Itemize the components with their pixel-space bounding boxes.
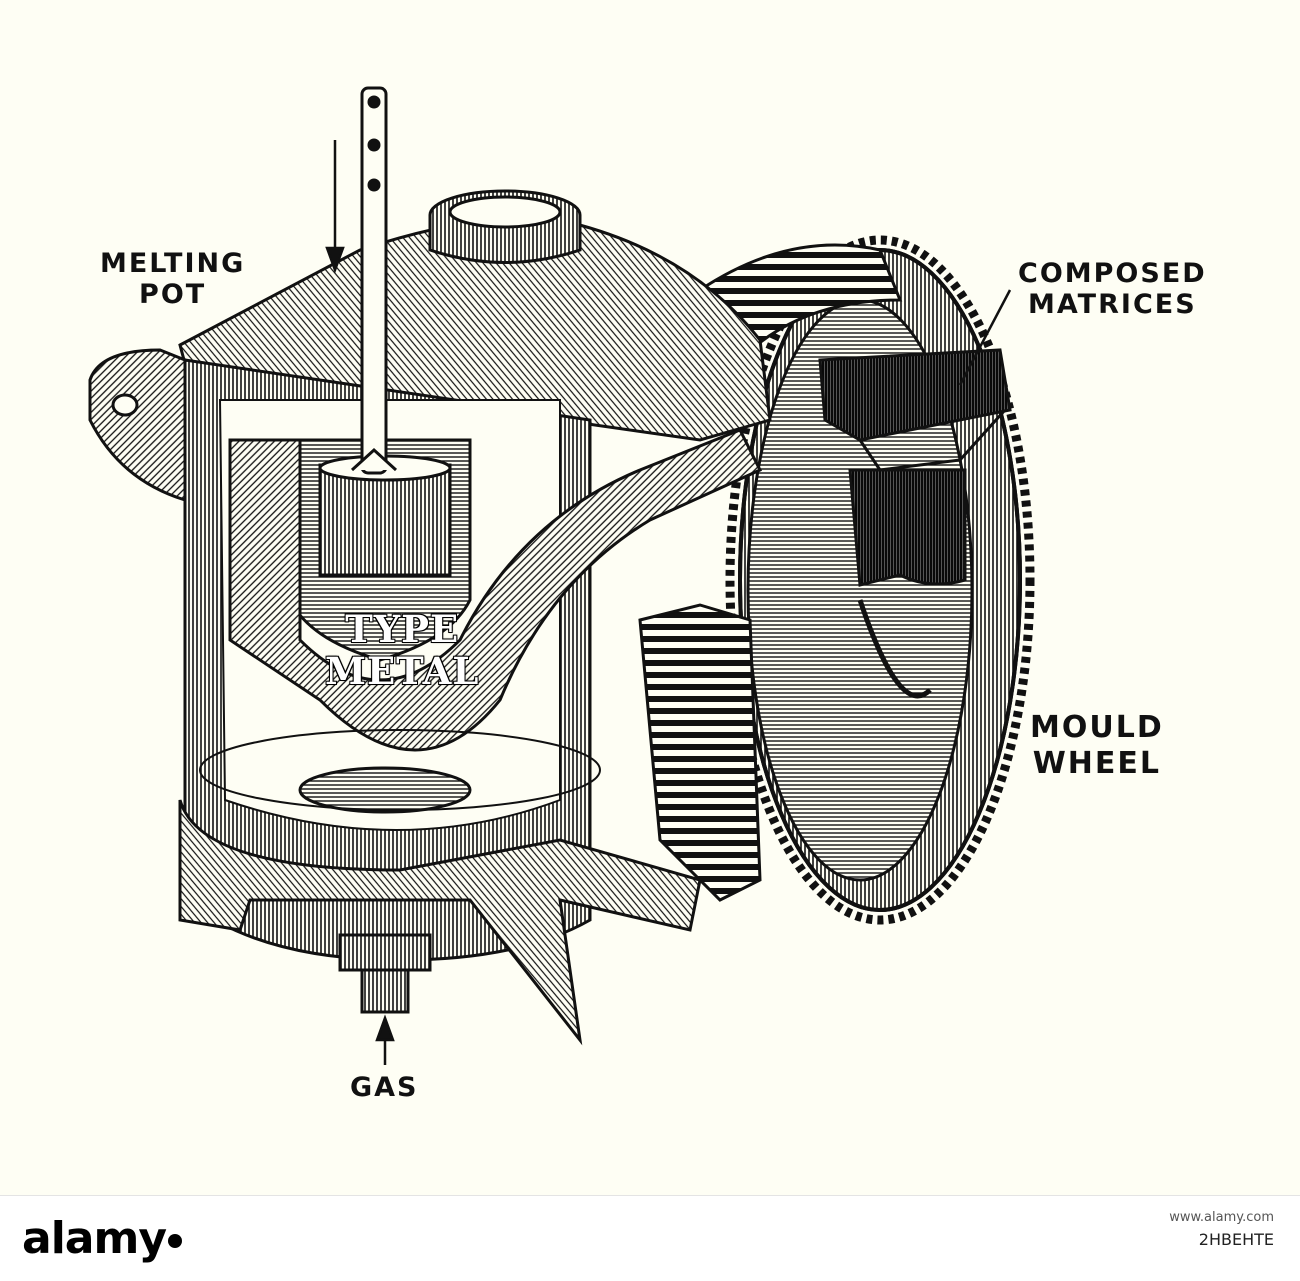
footer-brand-text: alamy — [22, 1213, 167, 1264]
footer-brand-logo: alamy — [22, 1214, 182, 1264]
mould-wheel-label-line-2: WHEEL — [1032, 746, 1162, 781]
gas-inlet-pipe — [338, 933, 432, 1014]
footer-image-id: 2HBEHTE — [1198, 1230, 1274, 1249]
type-metal-label-line-1: TYPE — [345, 607, 460, 651]
engraving-figure: MELTING POT COMPOSED MATRICES TYPE METAL… — [88, 86, 1207, 1103]
melting-pot-label-line-1: MELTING — [100, 248, 246, 279]
composed-matrices-label: COMPOSED MATRICES — [1018, 258, 1207, 320]
melting-pot-illustration — [88, 86, 1035, 1065]
type-metal-label-line-2: METAL — [325, 649, 480, 693]
composed-matrices-leader — [958, 289, 1012, 386]
melting-pot-label: MELTING POT — [100, 248, 245, 310]
footer-bar: alamy www.alamy.com 2HBEHTE — [0, 1195, 1300, 1281]
gas-label: GAS — [350, 1072, 419, 1103]
mould-wheel — [638, 235, 1035, 925]
melting-pot-body — [88, 189, 772, 1046]
footer-site: www.alamy.com — [1169, 1210, 1274, 1225]
plunger-rod — [350, 86, 398, 475]
composed-matrices-label-line-1: COMPOSED — [1018, 258, 1207, 289]
brand-dot-icon — [168, 1234, 182, 1248]
melting-pot-label-line-2: POT — [139, 279, 207, 310]
composed-matrices-label-line-2: MATRICES — [1028, 289, 1197, 320]
mould-wheel-label: MOULD WHEEL — [1030, 710, 1164, 782]
mould-wheel-label-line-1: MOULD — [1030, 710, 1164, 745]
type-metal-label: TYPE METAL — [325, 608, 479, 692]
